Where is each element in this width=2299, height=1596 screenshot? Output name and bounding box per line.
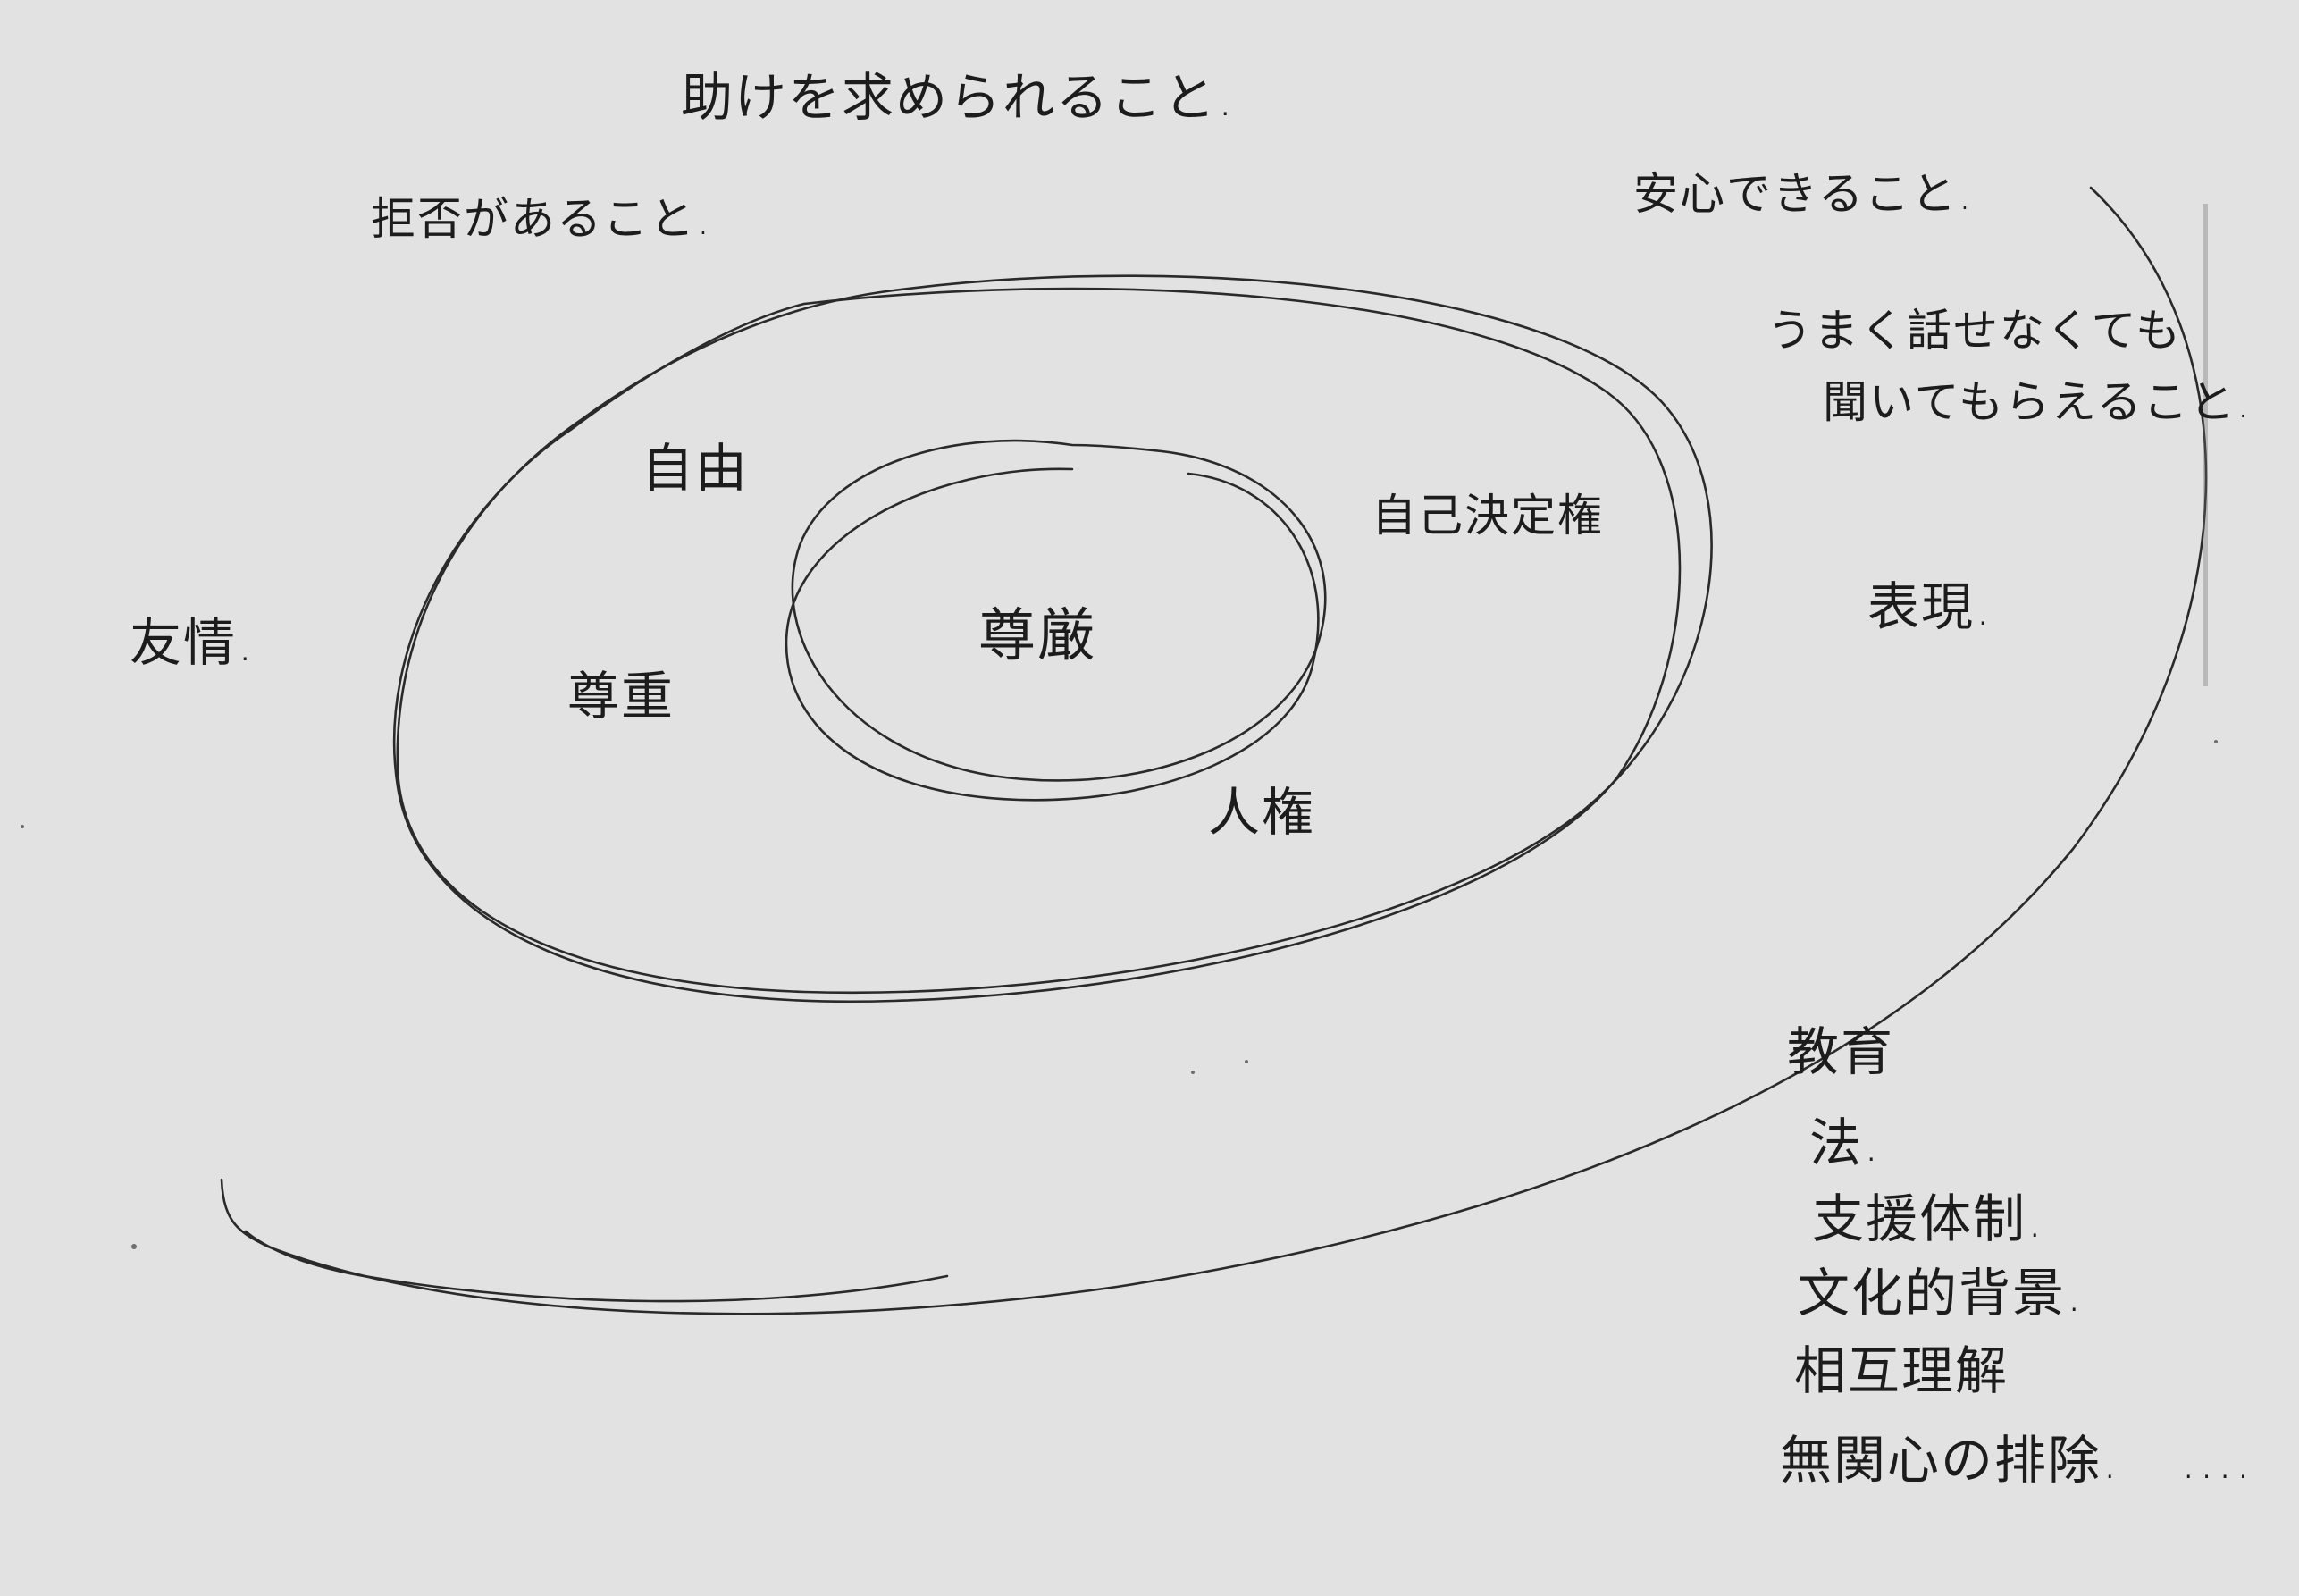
label-jinken: 人権 [1208,782,1316,843]
inner-circle-stroke-2 [785,467,1320,802]
label-bunka: 文化的背景. [1798,1263,2085,1323]
label-umaku: うまく話せなくても [1767,305,2182,357]
label-yujo: 友情. [130,612,256,673]
dot-mark [1245,1060,1248,1063]
outer-arc-stroke-1 [220,186,2208,1315]
label-mukanshin: 無関心の排除. [1780,1430,2120,1491]
dot-mark [1191,1071,1195,1074]
label-kyoiku: 教育 [1787,1021,1895,1082]
label-anshin: 安心できること. [1633,168,1974,220]
outer-arc-stroke-2 [244,1230,949,1303]
dot-mark [2214,740,2218,743]
scan-mark [2203,204,2208,686]
label-hou: 法. [1809,1113,1882,1173]
middle-circle-stroke-2 [392,287,1682,1004]
label-ellipsis: .... [2180,1430,2253,1491]
label-songen: 尊厳 [978,603,1096,669]
dot-mark [131,1244,137,1249]
label-sougo: 相互理解 [1794,1340,2010,1401]
label-sonchou: 尊重 [567,666,675,727]
label-kiite: 聞いてもらえること. [1823,376,2253,428]
label-hyougen: 表現. [1867,576,1993,637]
label-tasukewo: 助けを求められること. [681,67,1236,128]
dot-mark [21,825,24,828]
label-jikokettei: 自己決定権 [1372,490,1604,542]
inner-circle-stroke-1 [791,439,1327,782]
label-jiyu: 自由 [642,438,750,499]
label-kyozetsu: 拒否があること. [371,193,712,245]
label-shien: 支援体制. [1812,1189,2045,1249]
